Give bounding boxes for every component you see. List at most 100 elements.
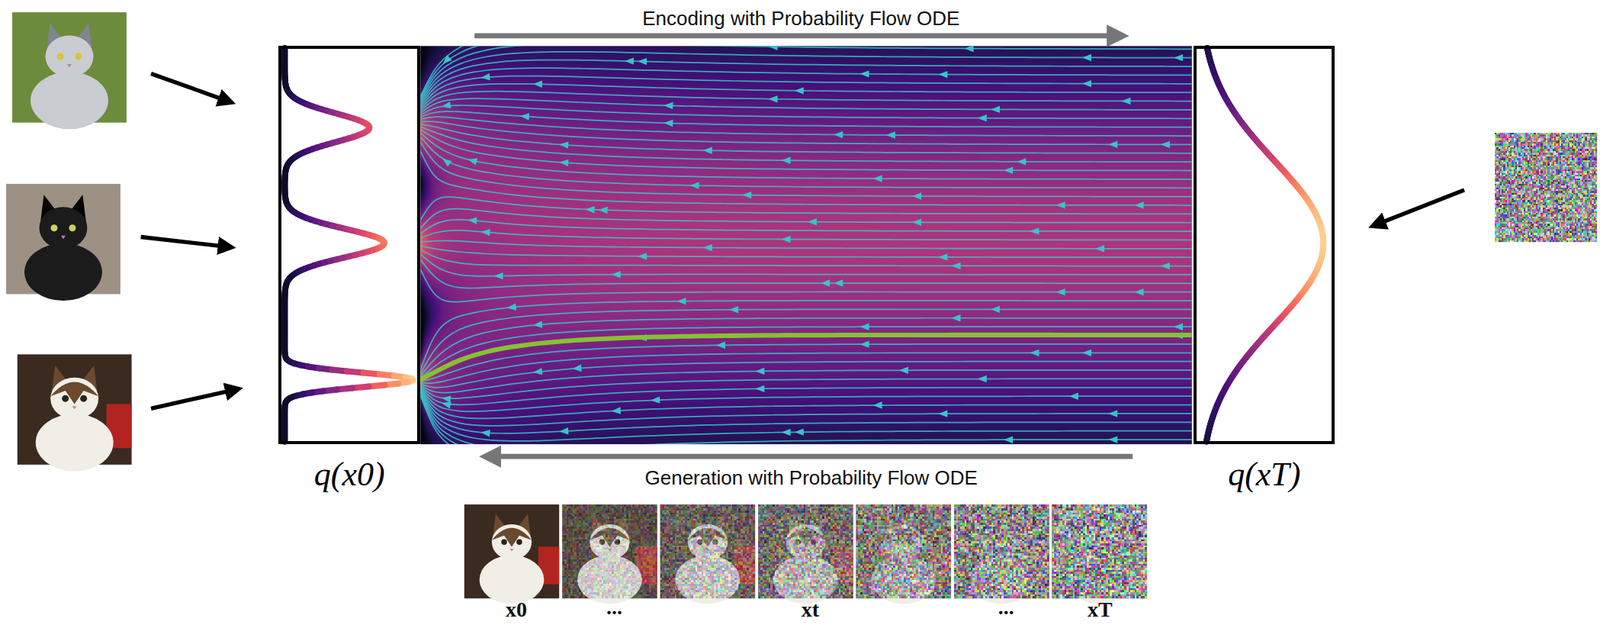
streamline	[420, 83, 1192, 110]
flow-arrowhead	[938, 70, 948, 78]
cat-photo	[562, 504, 657, 604]
streamline	[420, 390, 1192, 426]
flow-arrowhead	[440, 54, 452, 67]
cat-photo	[660, 504, 756, 604]
flow-arrowhead	[559, 158, 569, 167]
flow-arrowhead	[833, 279, 843, 286]
streamline	[420, 249, 1192, 266]
flow-arrowhead	[480, 428, 491, 437]
flow-arrowhead	[964, 45, 974, 52]
flow-arrowhead	[597, 205, 608, 214]
flow-arrowhead	[1108, 435, 1118, 443]
cat-head	[50, 377, 99, 420]
cat-photo	[17, 353, 132, 471]
flow-arrowhead	[807, 218, 817, 225]
noise-overlay	[1051, 504, 1147, 598]
noise-overlay	[562, 504, 657, 598]
flow-arrowhead	[1082, 349, 1092, 357]
flow-arrowhead	[624, 57, 634, 65]
flow-arrowhead	[584, 205, 595, 214]
flow-arrowhead	[873, 174, 883, 182]
cat-photo	[1051, 504, 1147, 604]
data-distribution-box: q(x0)	[278, 45, 421, 444]
flow-arrowhead	[1173, 54, 1183, 62]
flow-arrowhead	[1069, 392, 1079, 400]
flow-arrowhead	[690, 181, 700, 190]
streamlines	[420, 45, 1192, 444]
noise-overlay	[856, 504, 952, 598]
cat-photo	[758, 504, 853, 604]
cat-nose	[72, 405, 78, 409]
cat-head	[38, 206, 87, 249]
highlighted-trajectory	[420, 334, 1192, 380]
cat-eye	[516, 539, 522, 545]
flow-arrowhead	[859, 70, 869, 78]
flow-arrowhead	[480, 73, 491, 82]
flow-arrowhead	[1134, 288, 1144, 296]
flow-arrowhead	[1173, 323, 1183, 331]
noise-image	[1494, 132, 1597, 242]
streamline	[420, 111, 1192, 128]
flow-arrowhead	[1134, 201, 1144, 209]
cat-patch	[491, 527, 532, 547]
streamline	[420, 387, 1192, 405]
flow-arrowhead	[453, 440, 466, 444]
flow-arrowhead	[820, 279, 830, 286]
flow-arrowhead	[781, 156, 791, 164]
streamline	[420, 253, 1192, 277]
state-label: xT	[1087, 598, 1113, 621]
ellipsis: ...	[606, 596, 623, 618]
streamline	[420, 361, 1192, 388]
flow-arrowhead	[938, 409, 948, 417]
cat-eye	[80, 395, 87, 402]
flow-arrowhead	[467, 216, 478, 225]
flow-arrowhead	[663, 118, 673, 127]
prior-density-curve	[1206, 48, 1324, 442]
streamline	[420, 151, 1192, 206]
flow-arrowhead	[571, 364, 582, 373]
pointer-arrow	[151, 73, 231, 102]
streamline	[420, 116, 1192, 136]
noise-overlay	[954, 504, 1049, 598]
flow-arrowhead	[440, 155, 452, 168]
cat-eye	[50, 224, 58, 232]
flow-arrowhead	[1095, 244, 1105, 252]
flow-arrowhead	[755, 367, 765, 376]
cat-body	[35, 413, 114, 471]
cat-body	[479, 555, 545, 605]
process-label: Generation with Probability Flow ODE	[645, 467, 978, 488]
pointer-arrow	[151, 388, 238, 409]
cat-photo	[954, 504, 1049, 604]
flow-arrowhead	[977, 114, 987, 122]
flow-arrowhead	[532, 367, 543, 376]
flow-arrowhead	[859, 323, 869, 331]
flow-arrowhead	[703, 244, 713, 251]
streamline	[420, 132, 1192, 180]
flow-arrowhead	[767, 95, 778, 103]
cat-patch	[50, 381, 99, 404]
streamline	[420, 141, 1192, 197]
flow-arrowhead	[506, 302, 517, 312]
cat-body	[30, 71, 109, 129]
flow-arrowhead	[781, 428, 791, 437]
streamline	[420, 240, 1192, 248]
flow-arrowhead	[466, 155, 478, 165]
flow-arrowhead	[859, 340, 869, 347]
flow-arrowhead	[977, 375, 987, 383]
distribution-label: q(x0)	[314, 457, 386, 492]
photo-background	[758, 504, 853, 598]
cat-eye	[74, 52, 82, 60]
flow-arrowhead	[873, 401, 883, 409]
flow-arrowhead	[1003, 166, 1013, 174]
photo-background	[562, 504, 657, 598]
streamline	[420, 245, 1192, 258]
flow-arrowhead	[610, 406, 621, 415]
flow-arrowhead	[533, 80, 543, 88]
streamline	[420, 269, 1192, 303]
cat-head	[491, 523, 532, 560]
cat-nose	[510, 548, 515, 552]
flow-arrowhead	[1003, 436, 1013, 444]
streamline	[420, 388, 1192, 412]
streamline	[420, 126, 1192, 162]
streamline	[420, 129, 1192, 171]
